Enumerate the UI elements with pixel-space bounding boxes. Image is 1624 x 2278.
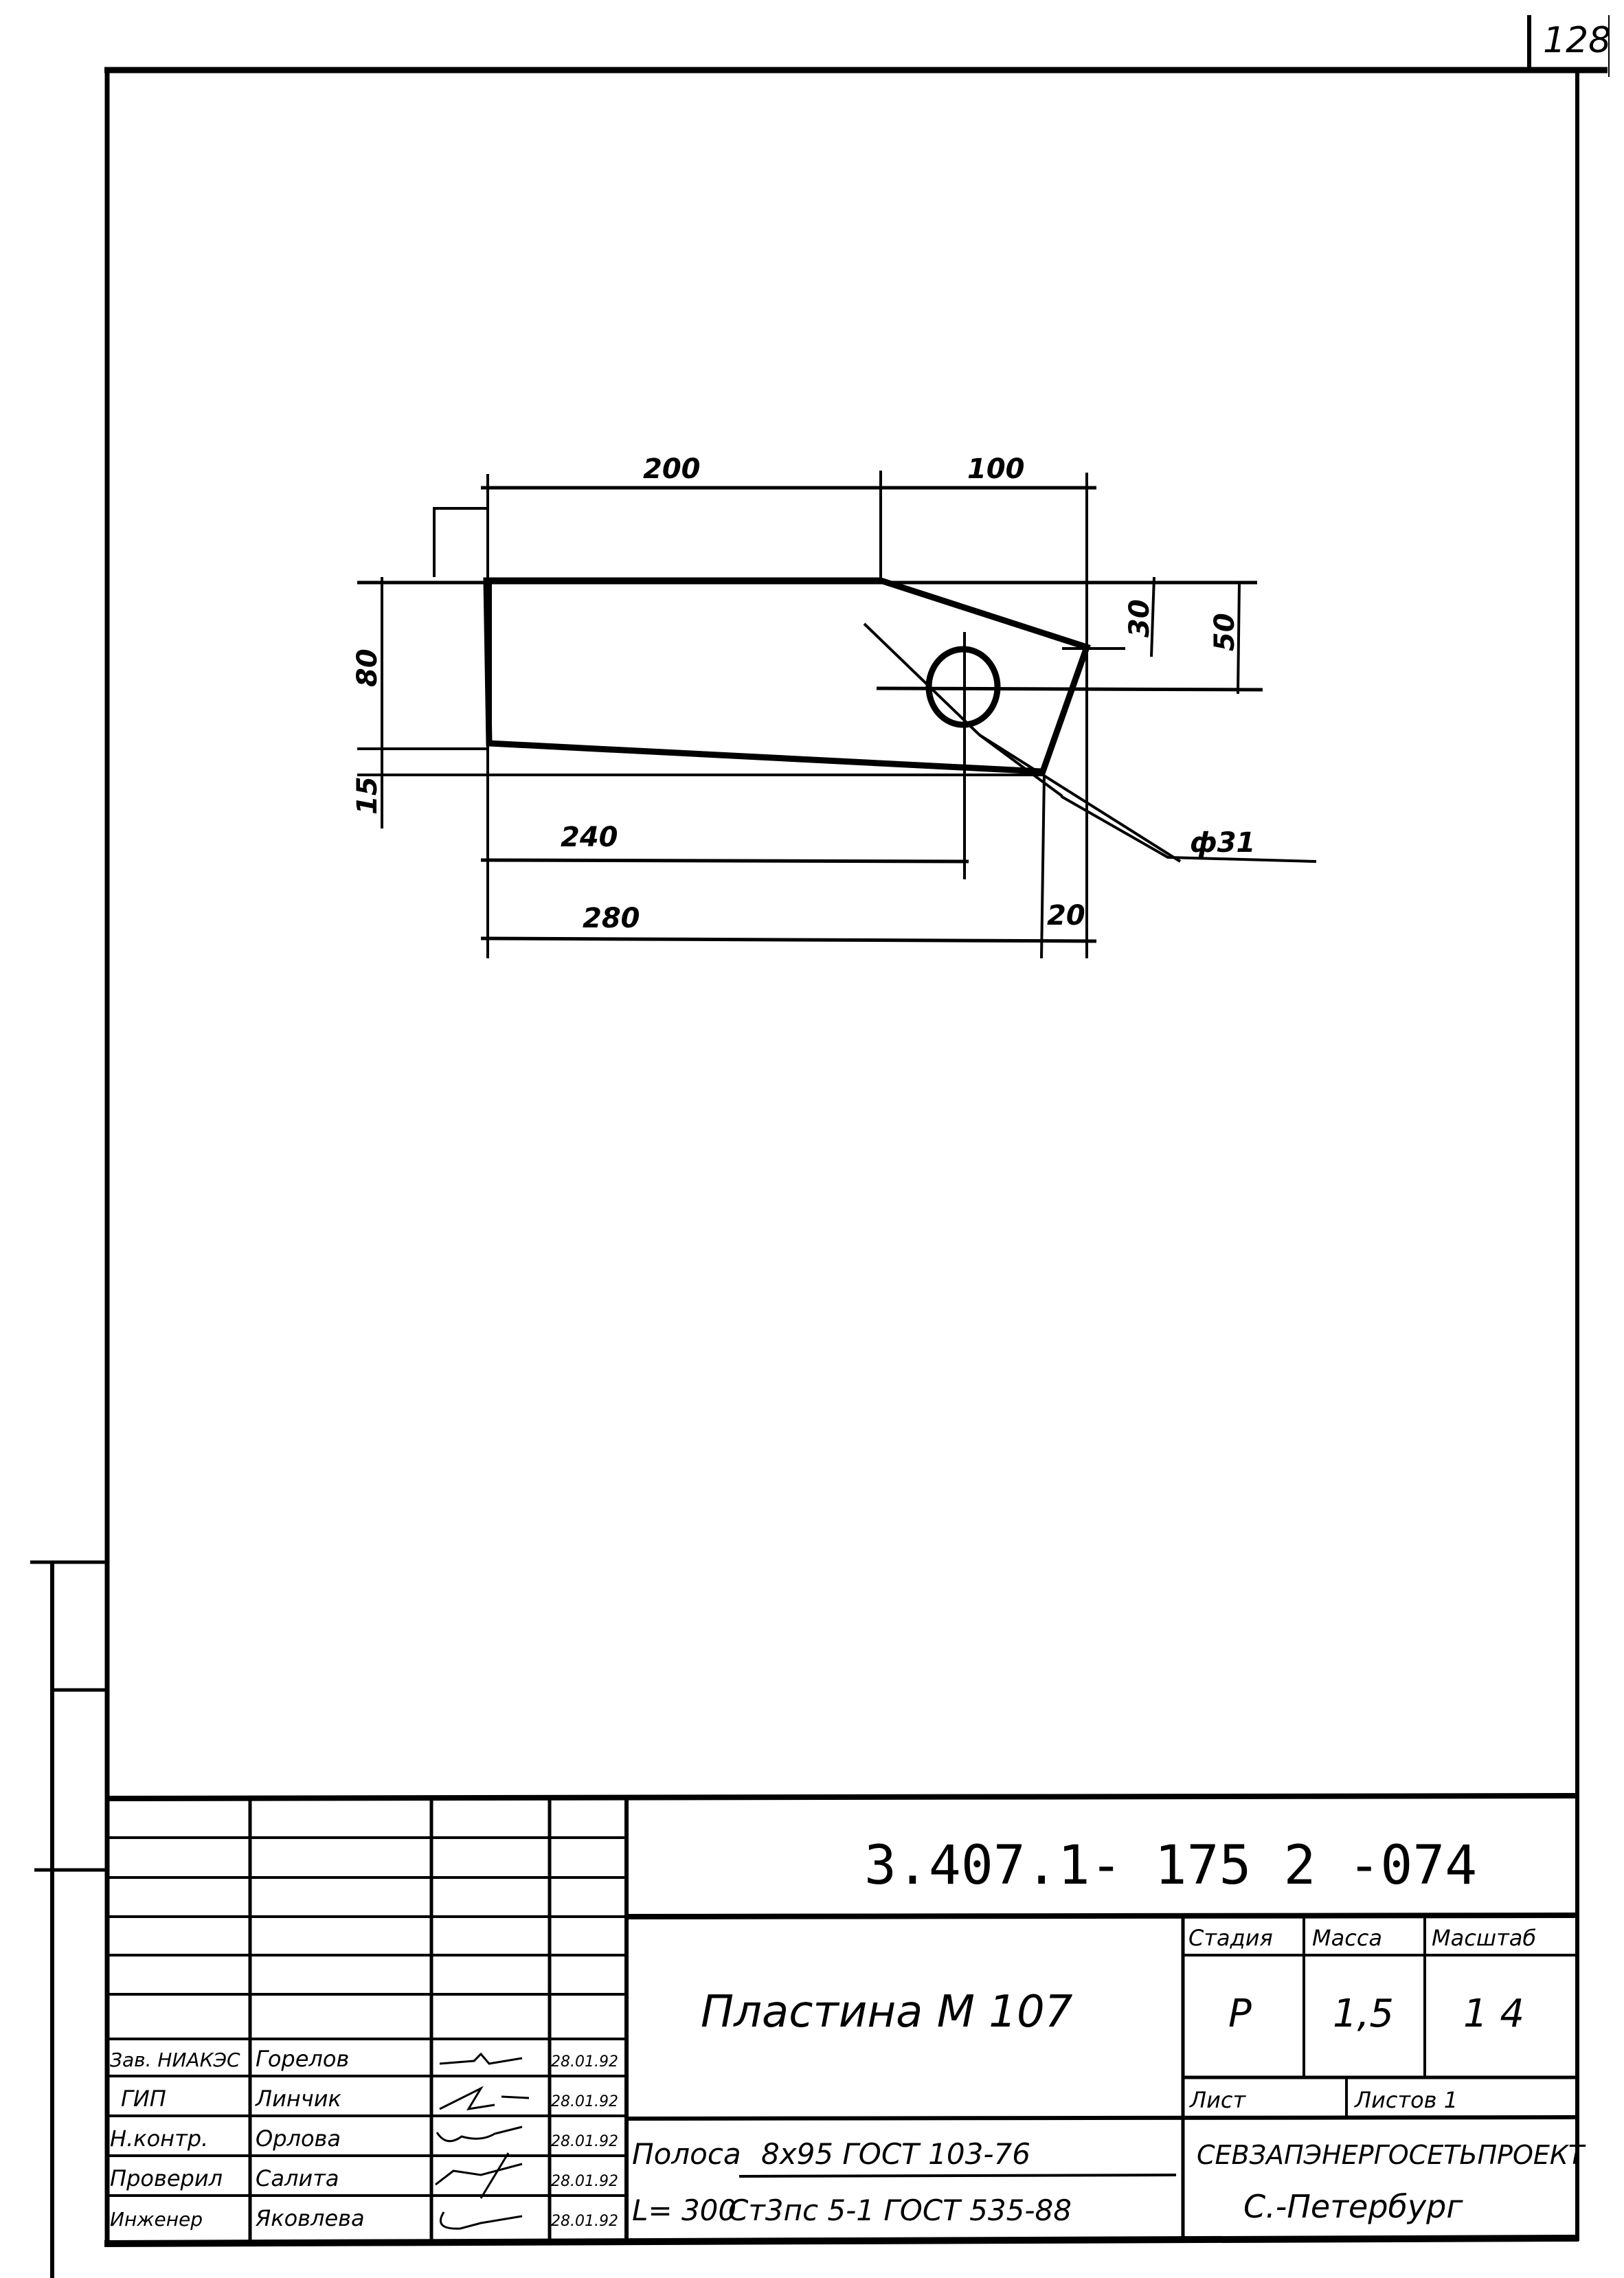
role: ГИП <box>121 2086 166 2112</box>
signature-mark <box>439 2086 530 2110</box>
binding-strip <box>30 1560 107 2278</box>
stage-header: Стадия <box>1188 1925 1273 1951</box>
date: 28.01.92 <box>551 2053 618 2071</box>
role: Зав. НИАКЭС <box>110 2049 240 2071</box>
name: Горелов <box>256 2046 349 2072</box>
dim-30: 30 <box>1124 599 1155 638</box>
signature-mark <box>439 2052 523 2065</box>
material-spec-top: 8х95 ГОСТ 103-76 <box>761 2137 1030 2171</box>
material-spec-bottom: Ст3пс 5-1 ГОСТ 535-88 <box>728 2194 1072 2227</box>
dim-240: 240 <box>561 822 618 853</box>
length-label: L= 300 <box>632 2194 736 2227</box>
part-name: Пластина М 107 <box>701 1987 1073 2038</box>
name: Яковлева <box>255 2205 365 2231</box>
name: Линчик <box>255 2086 341 2112</box>
date: 28.01.92 <box>551 2133 618 2150</box>
signature-mark <box>435 2152 523 2199</box>
dim-100: 100 <box>967 453 1025 485</box>
scale-header: Масштаб <box>1432 1925 1536 1951</box>
date: 28.01.92 <box>551 2213 618 2230</box>
scale-value: 1 4 <box>1463 1992 1524 2036</box>
signature-row: Инженер Яковлева 28.01.92 <box>110 2205 618 2231</box>
dim-20: 20 <box>1047 900 1085 932</box>
sheets-label: Листов 1 <box>1354 2087 1458 2113</box>
city: С.-Петербург <box>1243 2188 1463 2225</box>
dim-280: 280 <box>583 903 640 934</box>
name: Салита <box>256 2165 339 2191</box>
stage-value: Р <box>1228 1992 1252 2036</box>
signature-mark <box>436 2125 523 2143</box>
role: Инженер <box>110 2208 203 2231</box>
date: 28.01.92 <box>551 2173 618 2190</box>
role: Проверил <box>110 2165 223 2191</box>
dim-50: 50 <box>1209 613 1241 651</box>
dim-15: 15 <box>352 776 383 815</box>
signature-row: Проверил Салита 28.01.92 <box>110 2152 618 2199</box>
signature-row: ГИП Линчик 28.01.92 <box>121 2086 618 2112</box>
signature-row: Зав. НИАКЭС Горелов 28.01.92 <box>110 2046 618 2072</box>
material-label: Полоса <box>632 2137 741 2171</box>
mass-header: Масса <box>1312 1925 1382 1951</box>
date: 28.01.92 <box>551 2093 618 2110</box>
sheet-label: Лист <box>1189 2087 1246 2113</box>
role: Н.контр. <box>110 2125 208 2152</box>
document-code: 3.407.1- 175 2 -074 <box>864 1835 1477 1897</box>
name: Орлова <box>256 2125 341 2152</box>
page-number-box: 128 <box>1527 15 1611 77</box>
signature-row: Н.контр. Орлова 28.01.92 <box>110 2125 618 2152</box>
dim-80: 80 <box>352 649 383 687</box>
sheet-frame <box>104 67 1608 2247</box>
organization: СЕВЗАПЭНЕРГОСЕТЬПРОЕКТ <box>1197 2140 1586 2170</box>
dim-diameter: ф31 <box>1190 827 1255 859</box>
dim-200: 200 <box>643 453 701 485</box>
page-number: 128 <box>1543 20 1611 61</box>
signature-table: Зав. НИАКЭС Горелов 28.01.92 ГИП Линчик … <box>110 2046 618 2231</box>
mass-value: 1,5 <box>1333 1992 1394 2036</box>
title-block <box>106 1793 1578 2241</box>
signature-mark <box>440 2211 523 2230</box>
part-drawing: 200 100 80 15 30 50 240 280 20 ф31 <box>352 453 1317 959</box>
